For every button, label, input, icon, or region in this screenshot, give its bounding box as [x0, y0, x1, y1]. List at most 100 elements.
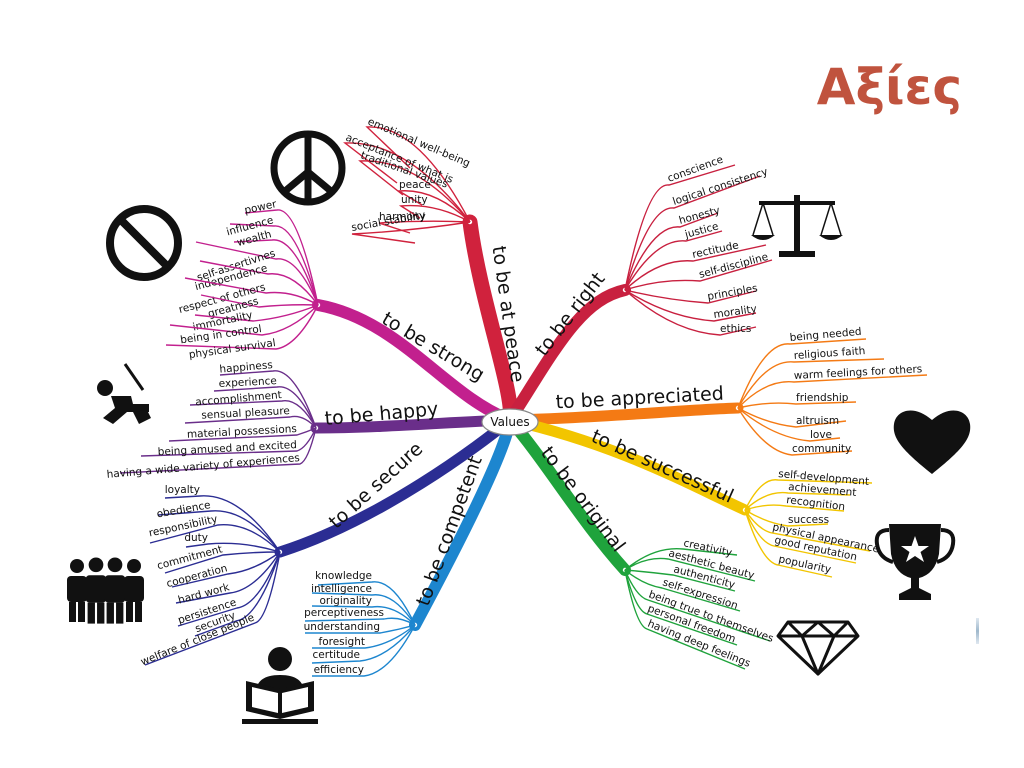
leaf-line [378, 220, 471, 234]
leaf-line [169, 304, 319, 336]
leaf-line [189, 400, 317, 429]
leaf-line [396, 190, 471, 223]
leaf-label: altruism [796, 415, 839, 427]
trophy-icon [874, 524, 956, 600]
leaf-label: ethics [720, 323, 751, 335]
leaf-label: intelligence [311, 583, 372, 595]
peace-icon [270, 130, 346, 206]
leaf-line [144, 551, 281, 666]
leaf-line [311, 624, 416, 664]
leaf-line [398, 204, 471, 223]
leaf-label: perceptiveness [304, 607, 384, 619]
leaf-line [737, 407, 853, 456]
leaf-line [624, 289, 757, 304]
leaf-label: understanding [304, 621, 380, 633]
leaf-line [737, 338, 867, 409]
leaf-line [149, 524, 281, 553]
branch-line-peace [462, 214, 518, 428]
leaf-line [744, 479, 873, 511]
leaf-line [199, 260, 319, 306]
leaf-label: rectitude [691, 239, 740, 261]
leaf-line [200, 294, 319, 308]
prohibited-icon [106, 205, 182, 281]
leaf-label: community [792, 443, 851, 455]
leaf-line [304, 617, 416, 626]
leaf-line [119, 427, 317, 474]
leaf-line [244, 209, 319, 306]
branch-line-successful [504, 414, 751, 516]
leaf-line [194, 551, 281, 637]
leaf-label: originality [320, 595, 373, 607]
leaf-line [317, 581, 416, 626]
leaf-line [233, 239, 319, 306]
leaf-label: peace [399, 179, 431, 191]
leaf-label: material possessions [187, 423, 298, 441]
leaf-line [624, 569, 741, 612]
leaf-line [219, 370, 317, 429]
leaf-label: principles [706, 282, 758, 303]
leaf-line [351, 221, 471, 244]
branch-line-strong [312, 299, 516, 426]
leaf-line [624, 289, 757, 322]
leaf-line [140, 427, 317, 457]
leaf-line [213, 386, 317, 429]
leaf-line [624, 569, 746, 670]
leaf-label: knowledge [315, 570, 372, 582]
heart-icon [893, 410, 971, 474]
leaf-line [311, 592, 416, 626]
icons-layer [67, 130, 971, 724]
leaf-line [343, 142, 471, 223]
leaf-label: friendship [796, 392, 849, 404]
leaf-label: happiness [219, 359, 273, 376]
leaf-line [365, 126, 471, 223]
leaf-line [175, 551, 281, 604]
leaf-line [171, 551, 281, 588]
leaf-line [744, 509, 833, 578]
leaf-line [194, 304, 319, 322]
leaf-line [165, 304, 319, 350]
leaf-line [311, 605, 416, 626]
leaf-line [624, 557, 756, 582]
leaf-label: efficiency [314, 664, 364, 676]
leaf-line [157, 510, 281, 553]
branch-line-original [504, 414, 631, 576]
leaf-line [744, 509, 829, 527]
leaf-line [624, 569, 771, 642]
swing-icon [97, 363, 151, 424]
leaf-label: sensual pleasure [201, 405, 290, 422]
leaf-line [737, 407, 841, 442]
leaf-label: unity [401, 194, 428, 206]
leaf-line [184, 415, 317, 429]
leaf-line [744, 509, 871, 552]
leaf-label: achievement [788, 481, 857, 499]
diamond-icon [776, 620, 860, 676]
leaf-line [744, 509, 857, 564]
leaf-label: religious faith [793, 345, 865, 362]
leaf-label: duty [184, 532, 208, 544]
leaf-line [624, 259, 773, 291]
leaf-line [624, 230, 723, 291]
leaf-label: success [788, 514, 829, 526]
branch-label-right: to be right [531, 268, 610, 360]
leaf-line [737, 407, 847, 428]
scroll-indicator[interactable] [976, 618, 979, 644]
leaf-line [358, 160, 471, 223]
leaf-line [737, 358, 885, 409]
leaf-line [168, 427, 317, 442]
leaf-label: having a wide variety of experiences [106, 452, 300, 481]
leaf-line [177, 551, 281, 627]
leaf-line [185, 542, 281, 553]
center-cloud [481, 408, 539, 436]
leaf-line [744, 491, 851, 511]
leaf-line [164, 495, 281, 553]
leaf-line [624, 164, 736, 291]
branch-line-appreciated [504, 402, 744, 426]
leaf-label: power [243, 198, 278, 217]
branch-strong: to be strongpowerinfluencewealthself-ass… [165, 198, 516, 426]
leaf-label: morality [713, 303, 758, 321]
leaf-label: loyalty [165, 484, 200, 496]
